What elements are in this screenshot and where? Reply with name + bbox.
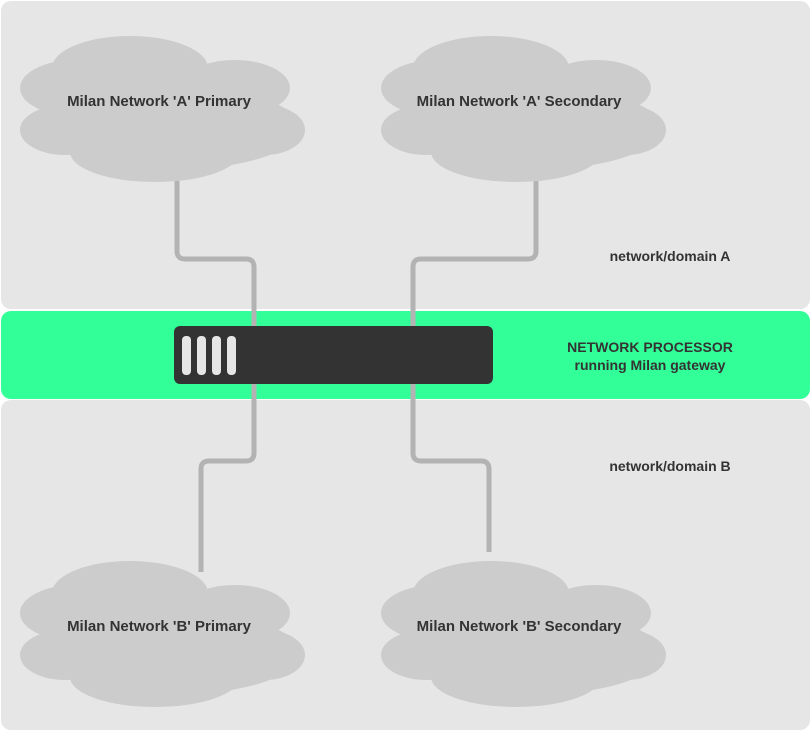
- connector-b-primary: [198, 383, 257, 572]
- connector-a-secondary: [410, 180, 539, 327]
- network-a-secondary-label: Milan Network 'A' Secondary: [417, 93, 622, 110]
- connector-a-primary: [174, 180, 257, 327]
- network-b-secondary-label: Milan Network 'B' Secondary: [417, 618, 622, 635]
- device-port: [227, 336, 236, 375]
- device-port: [182, 336, 191, 375]
- network-b-primary-label: Milan Network 'B' Primary: [67, 618, 252, 635]
- network-a-primary-label: Milan Network 'A' Primary: [67, 93, 252, 110]
- domain-a-label: network/domain A: [610, 248, 731, 264]
- processor-subtitle: running Milan gateway: [575, 357, 726, 373]
- domain-b-label: network/domain B: [609, 458, 730, 474]
- device-port: [197, 336, 206, 375]
- device-port: [212, 336, 221, 375]
- network-device-icon: [174, 326, 493, 384]
- processor-title: NETWORK PROCESSOR: [567, 339, 733, 355]
- connectors: [174, 180, 539, 572]
- connector-b-secondary: [410, 383, 492, 552]
- device-body: [174, 326, 493, 384]
